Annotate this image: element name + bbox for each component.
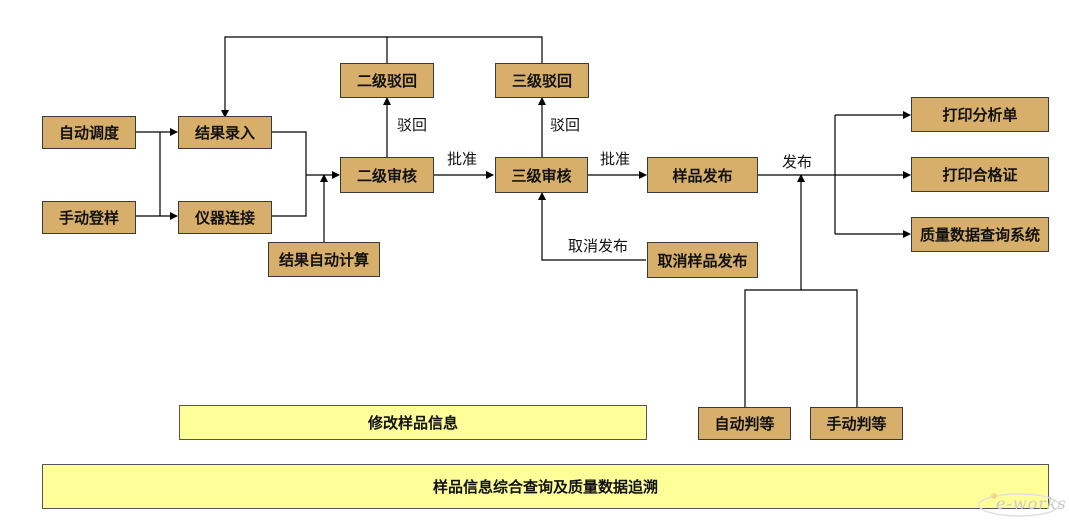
reject-label-1: 驳回 <box>397 116 428 134</box>
level2-reject-node: 二级驳回 <box>340 63 434 98</box>
auto-calc-node: 结果自动计算 <box>268 242 380 277</box>
instrument-connect-node: 仪器连接 <box>178 201 272 234</box>
comprehensive-query-bar: 样品信息综合查询及质量数据追溯 <box>42 464 1049 509</box>
approve-label-1: 批准 <box>447 150 478 168</box>
approve-label-2: 批准 <box>600 150 631 168</box>
level3-review-node: 三级审核 <box>495 157 588 193</box>
publish-label: 发布 <box>782 153 813 171</box>
eworks-logo-icon <box>978 493 1060 517</box>
manual-register-node: 手动登样 <box>42 201 136 234</box>
cancel-publish-label: 取消发布 <box>568 237 629 255</box>
level3-reject-node: 三级驳回 <box>495 63 589 98</box>
print-certificate-node: 打印合格证 <box>911 157 1049 192</box>
print-analysis-node: 打印分析单 <box>911 97 1049 132</box>
watermark-text: e-works <box>996 494 1067 513</box>
reject-label-2: 驳回 <box>550 116 581 134</box>
quality-query-node: 质量数据查询系统 <box>911 217 1049 252</box>
level2-review-node: 二级审核 <box>340 157 434 193</box>
manual-judge-node: 手动判等 <box>810 407 903 440</box>
sample-publish-node: 样品发布 <box>647 157 758 193</box>
result-entry-node: 结果录入 <box>178 116 272 149</box>
modify-info-bar: 修改样品信息 <box>179 405 647 440</box>
cancel-publish-node: 取消样品发布 <box>647 242 758 278</box>
auto-schedule-node: 自动调度 <box>42 116 136 149</box>
auto-judge-node: 自动判等 <box>698 407 791 440</box>
